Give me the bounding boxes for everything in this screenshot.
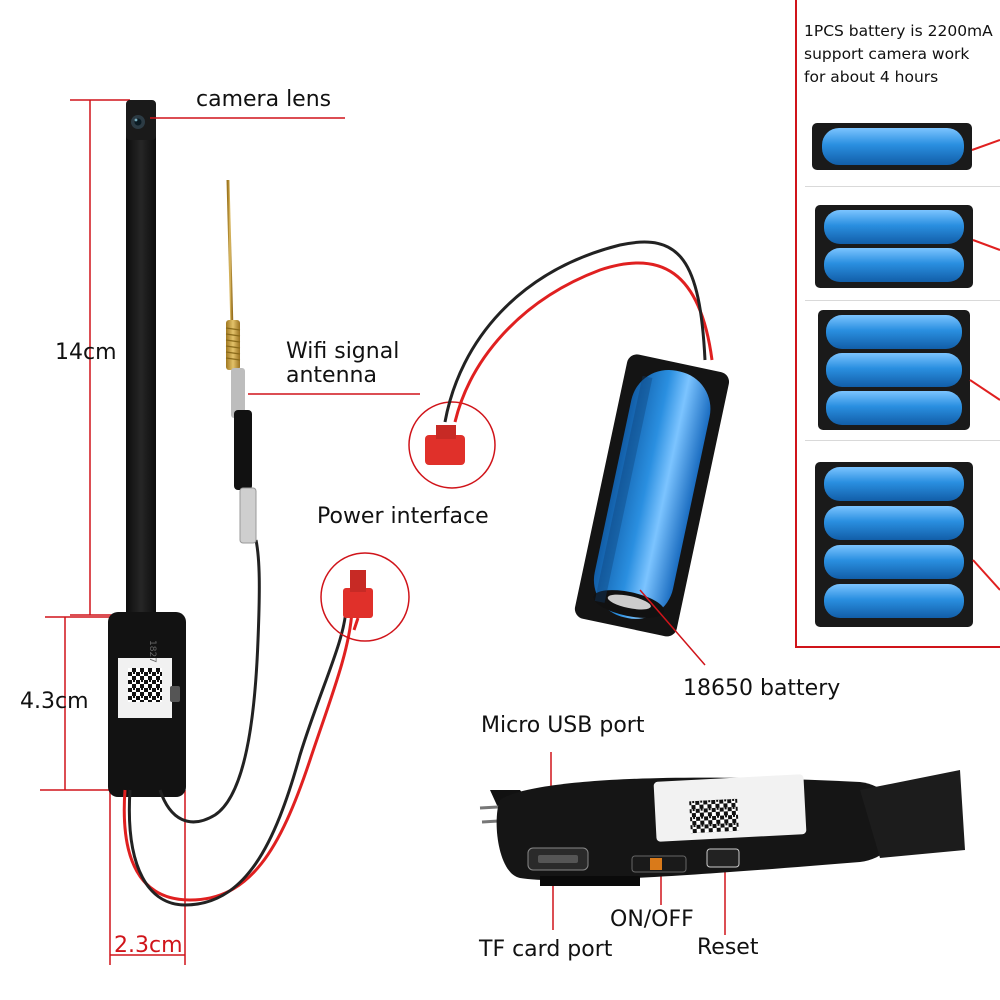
board-closeup [479, 770, 965, 886]
battery-pack-2 [815, 205, 1000, 288]
battery-note-line2: support camera work [804, 45, 970, 63]
camera-lens-label: camera lens [196, 87, 332, 112]
power-connector-circle [320, 401, 496, 642]
battery-label: 18650 battery [683, 676, 841, 701]
power-interface-label: Power interface [317, 504, 489, 529]
micro-usb-label: Micro USB port [481, 713, 645, 738]
dimension-height-label: 4.3cm [20, 689, 89, 714]
tf-card-label: TF card port [479, 937, 613, 962]
battery-note: 1PCS battery is 2200mA support camera wo… [804, 20, 1000, 89]
panel-divider [805, 186, 1000, 187]
battery-note-line3: for about 4 hours [804, 68, 939, 86]
wifi-label-line2: antenna [286, 363, 377, 388]
reset-label: Reset [697, 935, 759, 960]
wifi-antenna [225, 179, 257, 544]
battery-pointer-line [639, 589, 706, 666]
battery-wires [443, 240, 714, 423]
svg-text:1827: 1827 [147, 640, 157, 663]
camera-module: 1827 [108, 100, 186, 797]
battery-options-panel [795, 0, 1000, 648]
battery-pack-4 [815, 462, 1000, 627]
dimension-width-label: 2.3cm [114, 933, 183, 958]
battery-pack-3 [818, 310, 1000, 430]
dimension-lines [40, 99, 186, 965]
panel-divider [805, 300, 1000, 301]
panel-divider [805, 440, 1000, 441]
dimension-length-label: 14cm [55, 340, 117, 365]
battery-pack-1 [812, 123, 1000, 170]
on-off-label: ON/OFF [610, 907, 694, 932]
board-wires [122, 539, 354, 907]
wifi-label-line1: Wifi signal [286, 339, 400, 364]
single-battery-holder [574, 354, 730, 637]
battery-note-line1: 1PCS battery is 2200mA [804, 22, 993, 40]
